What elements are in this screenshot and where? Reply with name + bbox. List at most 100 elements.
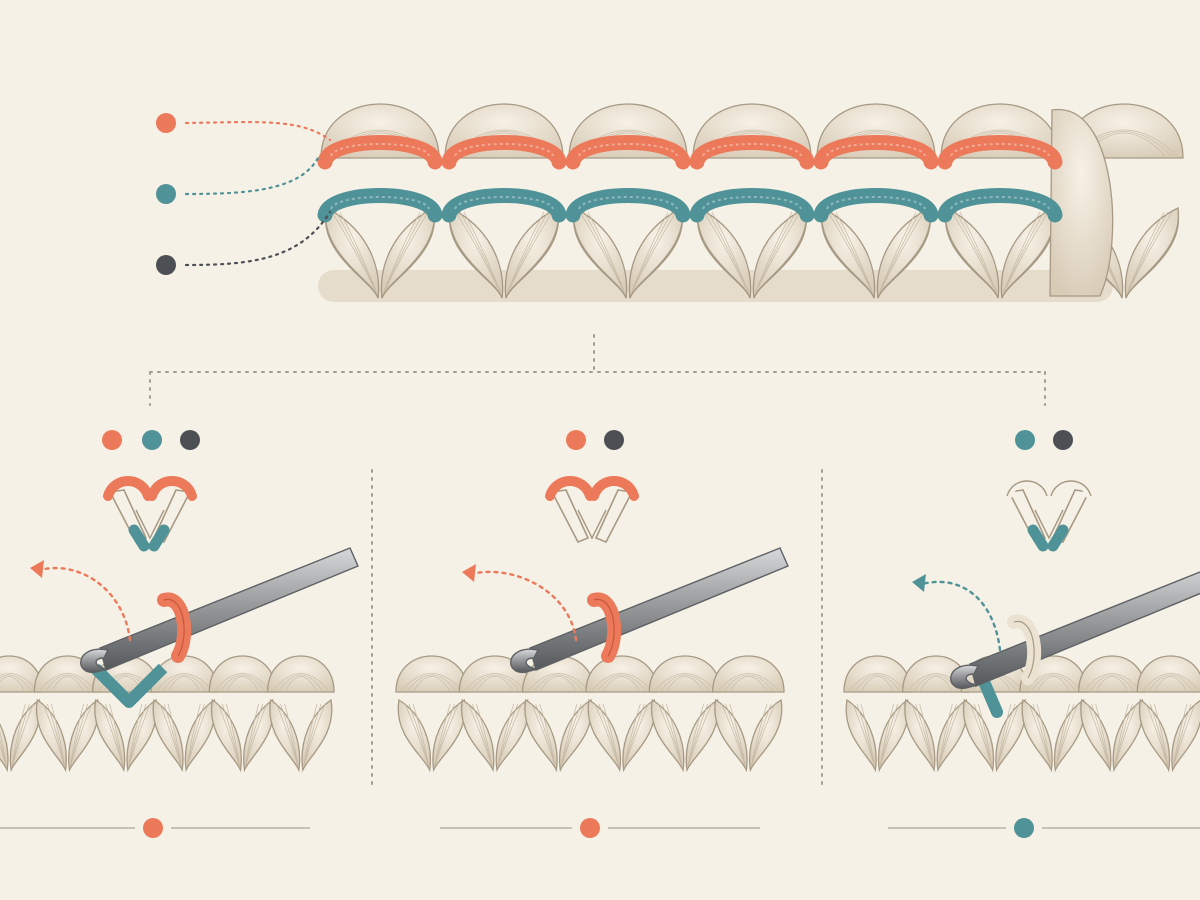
third-loop-dot-icon	[180, 430, 200, 450]
stitch-leg-right	[1124, 207, 1180, 299]
stitch-leg-right	[301, 698, 333, 773]
stitch-leg-right	[1000, 207, 1056, 299]
back-loop-highlight	[937, 188, 1063, 223]
back-loop-highlight	[90, 663, 168, 708]
curved-arrow-icon	[920, 580, 1002, 652]
third-loop-dot-icon	[1053, 430, 1073, 450]
stitch-swatch-row	[395, 655, 785, 773]
step-marker-dot-icon	[580, 818, 600, 838]
arrow-head-icon	[912, 574, 926, 592]
crochet-hook-icon	[950, 571, 1200, 689]
third-loop-leader-line	[184, 210, 332, 267]
stitch-leg-left	[448, 207, 504, 299]
stitch-v-icon	[1002, 476, 1096, 552]
panel-connector	[149, 334, 1046, 406]
stitch-leg-left	[269, 698, 301, 773]
stitch-leg-left	[904, 698, 936, 773]
stitch-leg-right	[752, 207, 808, 299]
stitch-leg-left	[820, 207, 876, 299]
crochet-hook-icon	[510, 547, 789, 673]
stitch-swatch-main	[317, 103, 1184, 302]
stitch-leg-left	[210, 698, 242, 773]
stitch-leg-right	[1053, 698, 1086, 773]
third-loop-dot-icon	[604, 430, 624, 450]
stitch-leg-right	[380, 207, 436, 299]
front-loop-dot-icon	[566, 430, 586, 450]
stitch-top-bump	[1078, 655, 1146, 693]
stitch-leg-right	[243, 698, 275, 773]
stitch-leg-left	[524, 698, 558, 773]
step-panel-back-loop	[843, 430, 1200, 838]
stitch-top-bump	[843, 655, 912, 693]
front-loop-highlight	[813, 135, 939, 170]
stitch-leg-right	[1171, 699, 1200, 773]
back-loop-highlight	[565, 188, 691, 223]
arrow-head-icon	[462, 564, 476, 582]
stitch-leg-right	[936, 698, 968, 773]
back-loop-dot-icon	[156, 184, 176, 204]
stitch-leg-right	[685, 698, 720, 773]
stitch-leg-right	[558, 698, 593, 773]
stitch-top-bump	[648, 655, 722, 693]
stitch-top-bump	[585, 655, 658, 693]
front-loop-highlight	[689, 135, 815, 170]
step-marker-dot-icon	[1014, 818, 1034, 838]
step-marker-dot-icon	[143, 818, 163, 838]
back-loop-dot-icon	[1015, 430, 1035, 450]
front-loop-leader-line	[184, 120, 332, 142]
curved-arrow-icon	[38, 566, 132, 642]
arrow-head-icon	[30, 560, 44, 578]
stitch-leg-left	[460, 698, 495, 773]
stitch-leg-right	[68, 698, 100, 773]
panel-dividers	[371, 469, 823, 791]
front-loop-highlight	[565, 135, 691, 170]
stitch-leg-right	[184, 698, 216, 773]
stitch-leg-right	[432, 698, 466, 773]
third-loop-dot-icon	[156, 255, 176, 275]
stitch-leg-left	[587, 698, 622, 773]
stitch-top-bump	[208, 655, 277, 693]
back-loop-dot-icon	[142, 430, 162, 450]
stitch-leg-left	[1138, 698, 1171, 773]
stitch-leg-right	[126, 698, 158, 773]
stitch-top-bump	[712, 655, 785, 693]
curved-arrow-icon	[470, 570, 578, 642]
stitch-swatch-row	[843, 655, 1200, 773]
stitch-leg-left	[714, 698, 748, 773]
crochet-hook-icon	[80, 547, 359, 673]
step-panel-both-loops	[0, 430, 359, 838]
front-loop-dot-icon	[156, 113, 176, 133]
step-panel-front-loop	[395, 430, 789, 838]
stitch-leg-left	[152, 698, 184, 773]
back-loop-highlight	[813, 188, 939, 223]
stitch-top-bump	[395, 655, 468, 693]
front-loop-dot-icon	[102, 430, 122, 450]
stitch-leg-right	[877, 698, 910, 773]
stitch-leg-left	[324, 207, 380, 299]
stitch-leg-left	[0, 723, 9, 773]
loop-legend	[156, 113, 332, 275]
stitch-leg-right	[748, 698, 783, 773]
stitch-leg-left	[944, 207, 1000, 299]
stitch-leg-right	[9, 698, 41, 773]
stitch-leg-right	[504, 207, 560, 299]
stitch-leg-left	[94, 698, 126, 773]
stitch-leg-left	[696, 207, 752, 299]
back-loop-highlight	[317, 188, 443, 223]
stitch-leg-right	[628, 207, 684, 299]
stitch-leg-left	[650, 698, 685, 773]
front-loop-highlight	[937, 135, 1063, 170]
stitch-leg-right	[622, 698, 656, 773]
stitch-leg-left	[1080, 698, 1112, 773]
stitch-leg-right	[995, 698, 1027, 773]
back-loop-highlight	[689, 188, 815, 223]
stitch-v-icon	[103, 476, 197, 552]
stitch-leg-right	[1112, 698, 1144, 773]
stitch-top-bump	[267, 655, 335, 693]
stitch-leg-left	[35, 698, 67, 773]
stitch-v-icon	[545, 476, 639, 544]
front-loop-highlight	[317, 135, 443, 170]
stitch-leg-left	[1021, 698, 1053, 773]
back-loop-highlight	[441, 188, 567, 223]
